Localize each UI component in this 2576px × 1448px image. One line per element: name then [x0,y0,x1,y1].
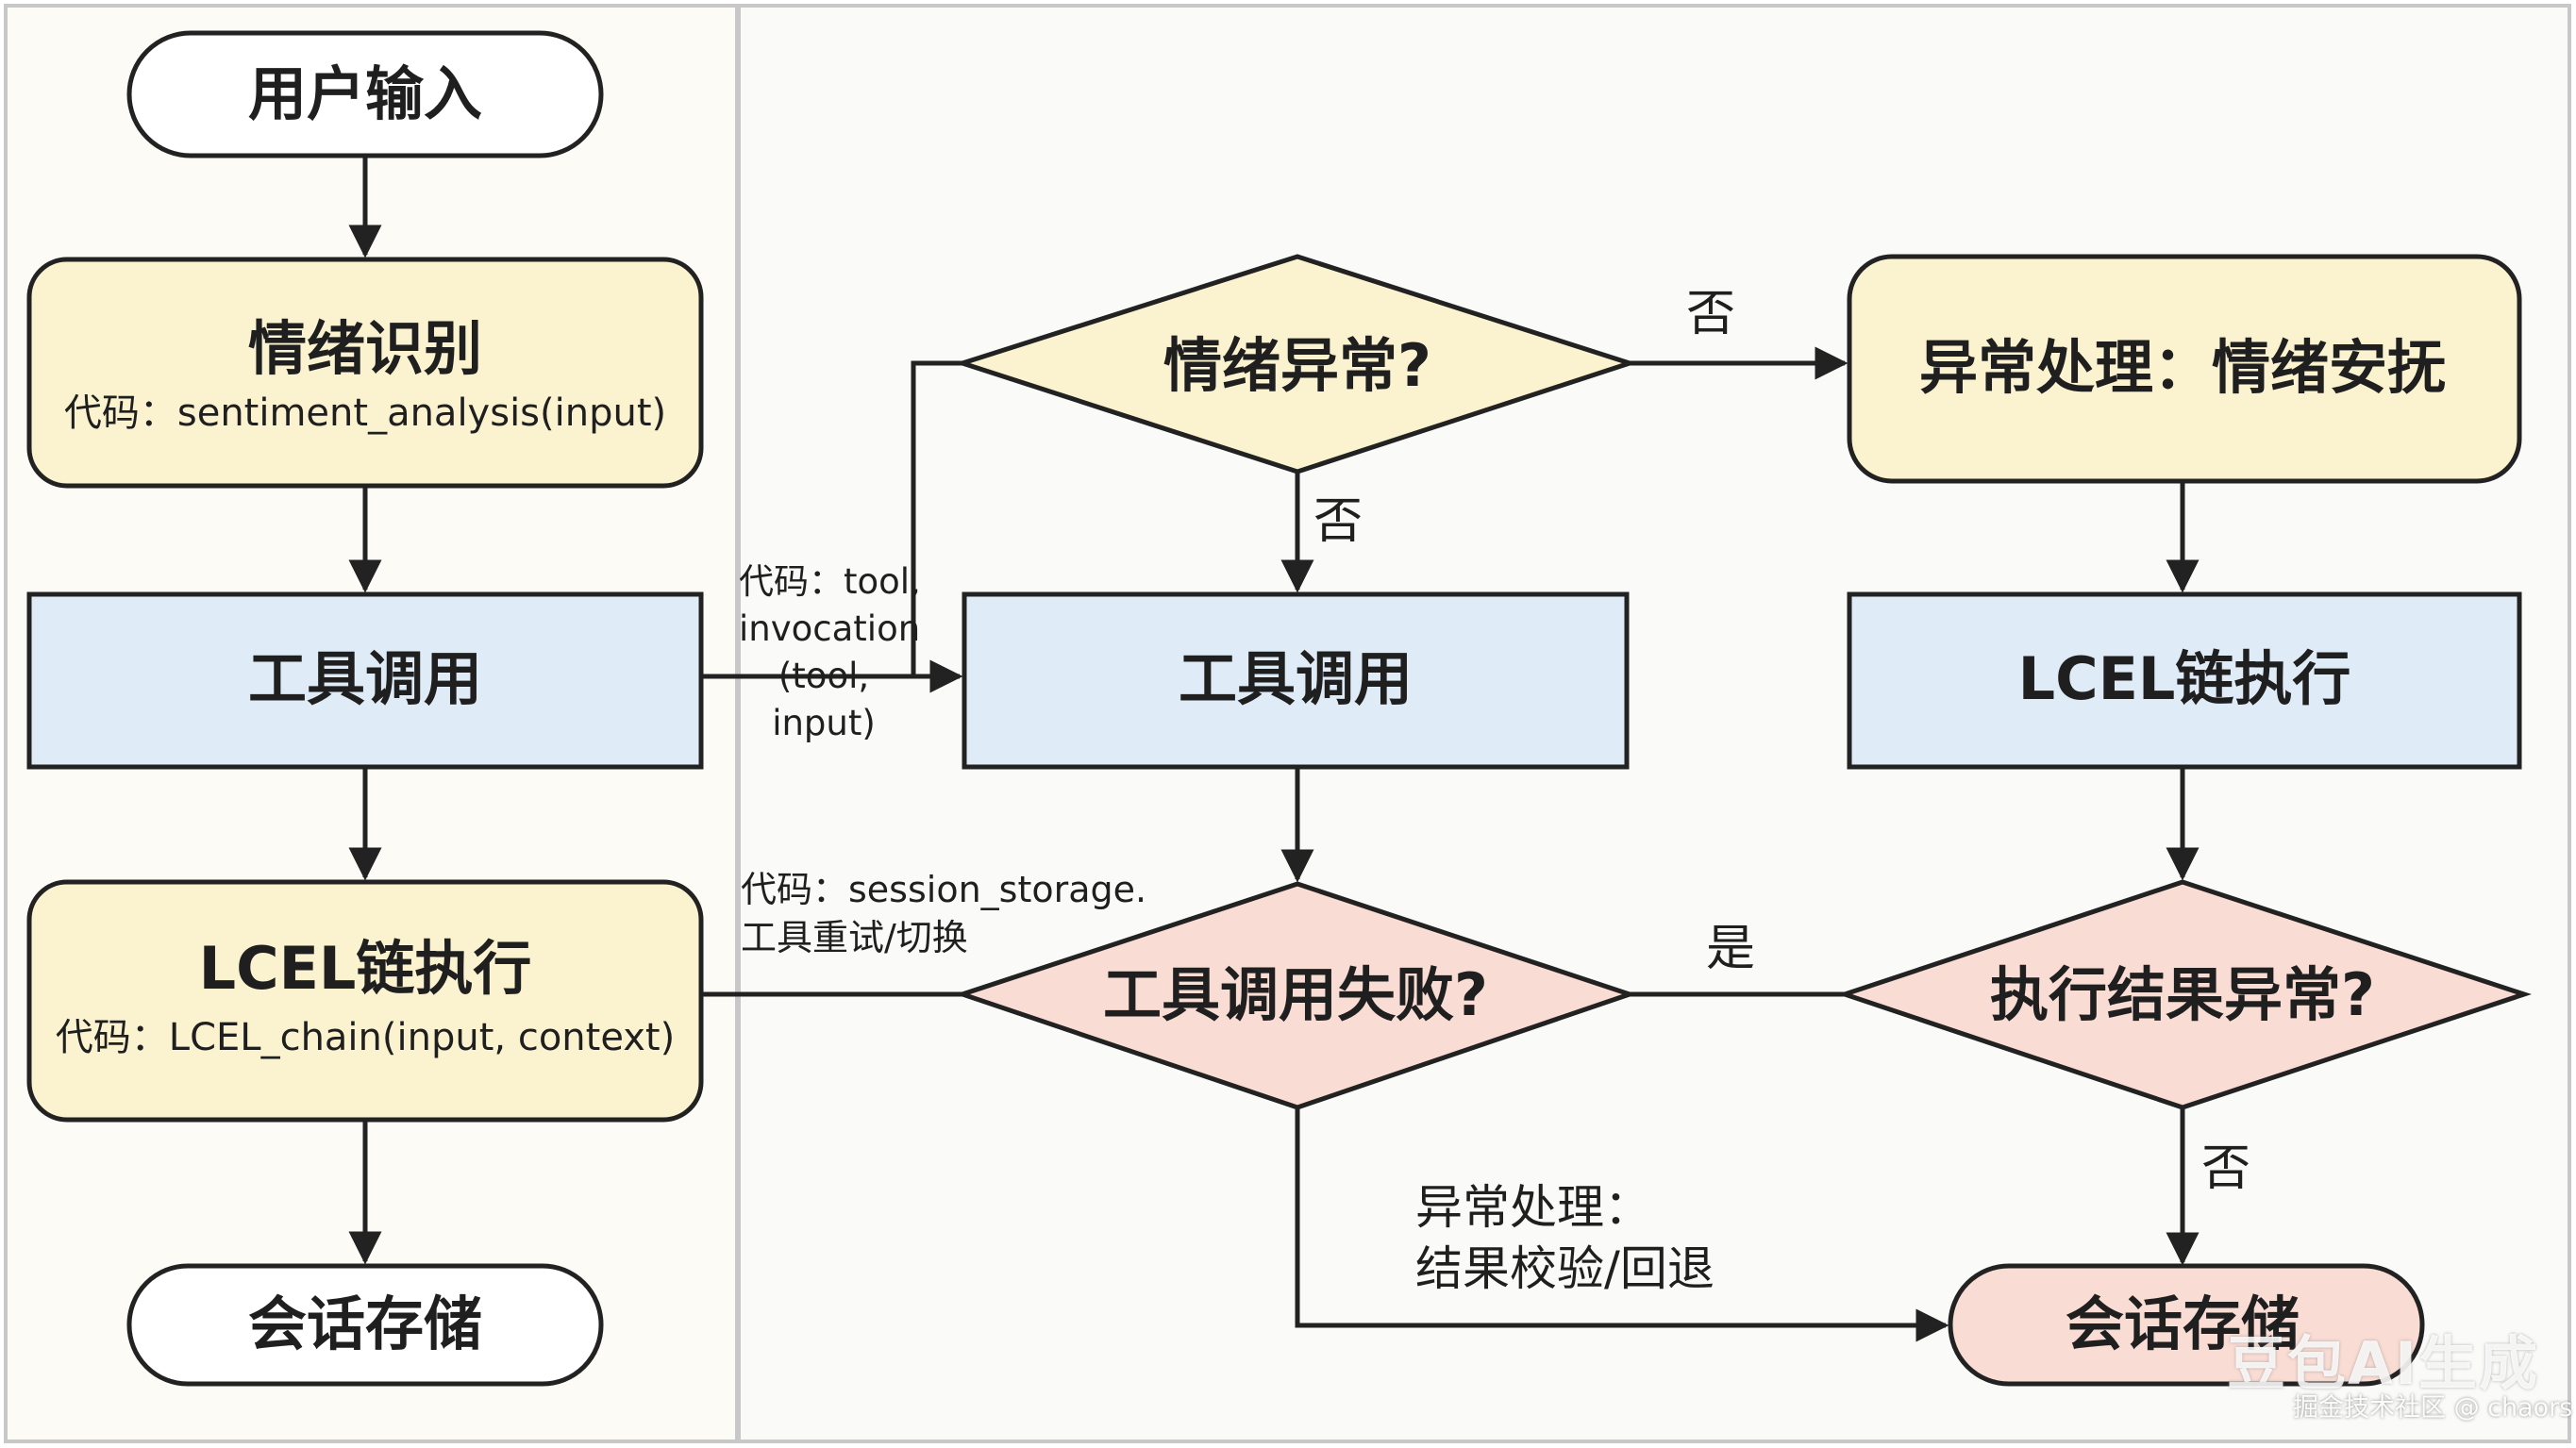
node-session-store-right [1948,1263,2425,1387]
exception-line-2: 结果校验/回退 [1415,1241,1715,1296]
node-tool-call-failed [955,881,1637,1110]
node-emotion-recognition [26,257,704,489]
node-tool-call-left [26,591,704,770]
node-lcel-left [26,879,704,1123]
tool-code-line-1: 代码：tool, [739,561,921,602]
tool-code-line-2: invocation [739,607,921,649]
watermark-brand: 豆包AI生成 [2227,1329,2540,1398]
edge-label-yes: 是 [1706,921,1756,977]
tool-call-mid-label: 工具调用 [1178,643,1413,713]
lcel-left-title: LCEL链执行 [198,933,532,1003]
exception-handling-label: 异常处理： 结果校验/回退 [1415,1177,1715,1300]
edge-branch-to-emotion-check [911,360,962,676]
emotion-recognition-title: 情绪识别 [247,313,483,383]
lcel-right-label: LCEL链执行 [2017,643,2351,713]
tool-invocation-code-label: 代码：tool, invocation (tool, input) [739,558,921,747]
edge-fail-to-store [1295,1107,1949,1342]
watermark-credit: 掘金技术社区 @ chaors [2293,1393,2573,1423]
tool-call-failed-label: 工具调用失败? [1103,959,1488,1029]
node-user-input [126,30,604,158]
lcel-left-code: 代码：LCEL_chain(input, context) [55,1016,676,1059]
node-tool-call-mid [962,591,1630,770]
emotion-recognition-code: 代码：sentiment_analysis(input) [63,391,667,435]
node-session-store-left [126,1263,604,1387]
tool-call-left-label: 工具调用 [247,643,483,713]
session-store-right-label: 会话存储 [2065,1289,2300,1358]
user-input-label: 用户输入 [247,58,483,128]
node-result-abnormal [1837,879,2532,1110]
tool-code-line-3: (tool, [778,655,870,696]
edge-label-no-store: 否 [2201,1140,2251,1197]
node-emotion-abnormal [954,254,1638,474]
result-abnormal-label: 执行结果异常? [1990,959,2375,1029]
exception-line-1: 异常处理： [1415,1180,1651,1235]
edge-label-no-tool: 否 [1313,493,1363,550]
session-code-line-2: 工具重试/切换 [741,917,968,959]
session-storage-code-label: 代码：session_storage. 工具重试/切换 [741,866,1146,963]
session-store-left-label: 会话存储 [247,1289,483,1358]
node-exception-soothe [1847,254,2522,484]
session-code-line-1: 代码：session_storage. [741,869,1147,910]
edge-label-no-soothe: 否 [1686,286,1736,342]
exception-soothe-label: 异常处理：情绪安抚 [1918,332,2447,402]
node-lcel-right [1847,591,2522,770]
tool-code-line-4: input) [772,702,876,743]
emotion-abnormal-label: 情绪异常? [1163,330,1431,400]
